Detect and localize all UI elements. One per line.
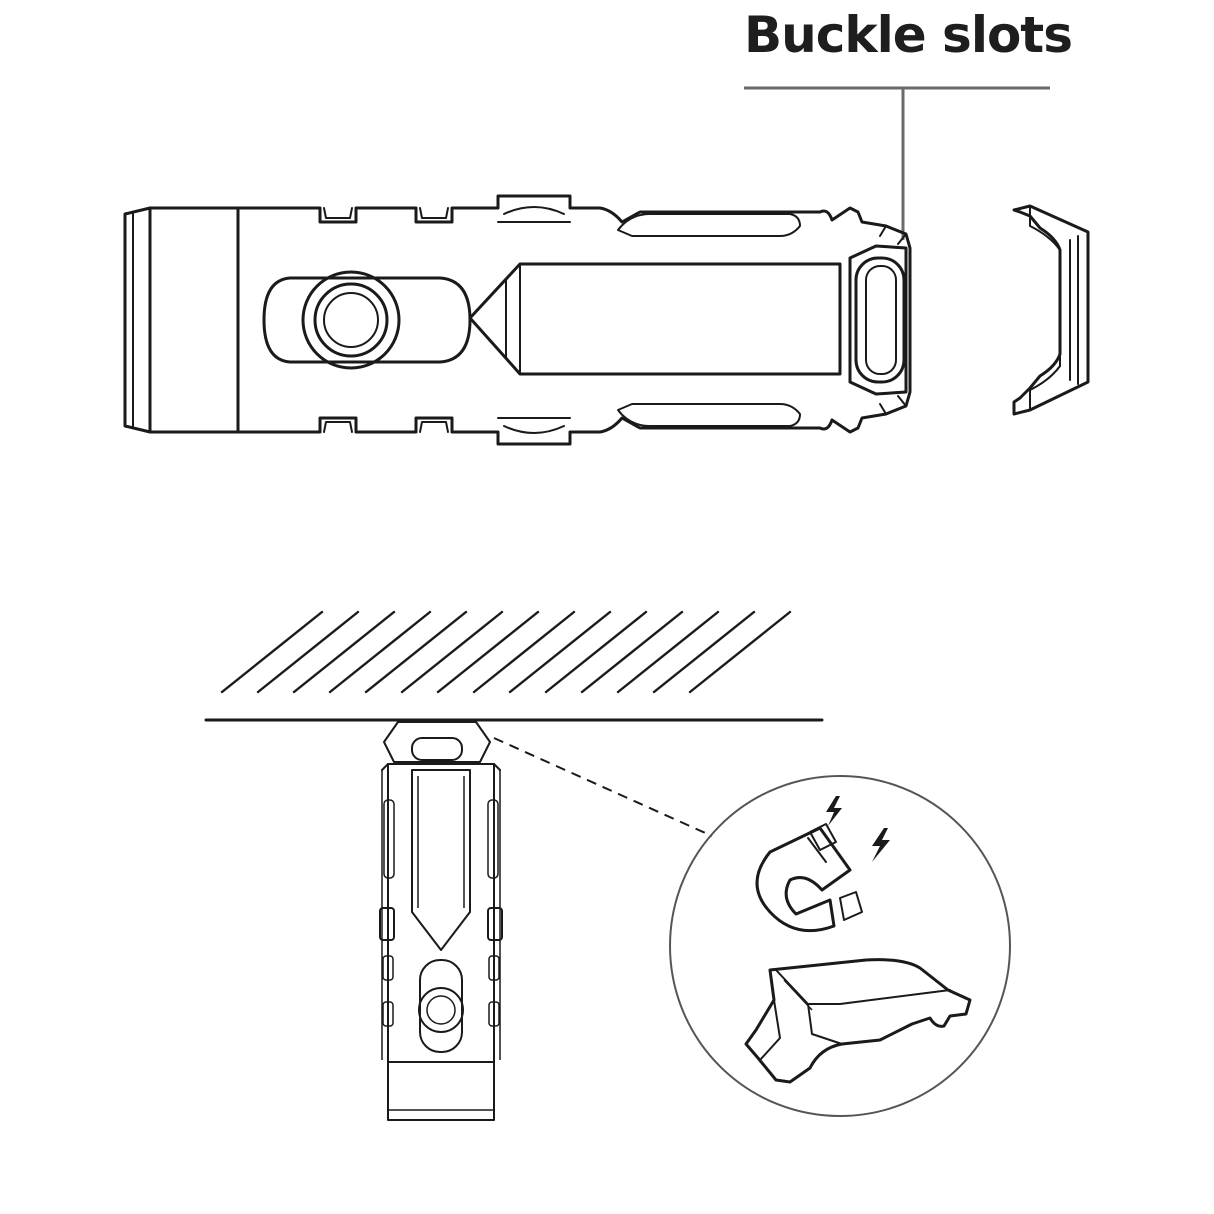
magnetic-clip-piece xyxy=(744,958,972,1084)
buckle-clip xyxy=(1012,204,1090,416)
buckle-slots-label: Buckle slots xyxy=(744,6,1073,64)
horseshoe-magnet-icon xyxy=(755,823,863,933)
callout-leader xyxy=(744,86,1050,240)
detail-connector xyxy=(493,737,713,837)
metal-surface xyxy=(204,610,824,722)
device-hanging-view xyxy=(379,721,503,1121)
lightning-bolt-icon xyxy=(826,796,890,862)
device-side-view xyxy=(123,194,912,446)
magnet-detail-circle xyxy=(669,775,1011,1117)
